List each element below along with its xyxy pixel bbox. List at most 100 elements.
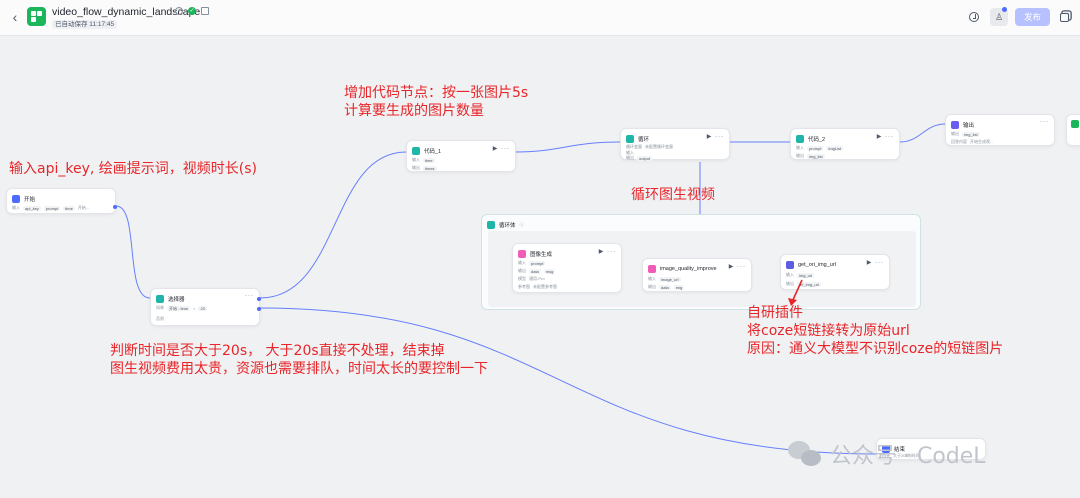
output-port[interactable] (257, 297, 261, 301)
param-chip: data (659, 284, 671, 290)
node-title: get_ori_img_url (798, 261, 836, 268)
node-get-ori-img-url[interactable]: get_ori_img_url ▶ ··· 输入 img_url 输出 ori_… (780, 254, 890, 290)
annotation-line: 判断时间是否大于20s， 大于20s直接不处理，结束掉 (110, 343, 445, 359)
node-image-quality-improve[interactable]: image_quality_improve ▶ ··· 输入 image_url… (642, 258, 752, 292)
node-title: 代码_1 (424, 148, 442, 155)
code-icon (412, 146, 420, 155)
code-icon (796, 134, 804, 143)
edge-start-selector (115, 205, 151, 299)
node-code-2[interactable]: 代码_2 ▶ ··· 输入 prompt imgList 输出 img_list (790, 128, 900, 160)
node-title: 循环体 (499, 222, 516, 229)
run-more-icons[interactable]: ▶ ··· (866, 260, 884, 266)
param-chip: time (423, 157, 435, 163)
param-chip: prompt (529, 260, 546, 266)
user-icon: ♙ (994, 11, 1004, 22)
run-more-icons[interactable]: ▶ ··· (598, 249, 616, 255)
row-label: 输入 (12, 205, 20, 210)
back-chevron-icon[interactable]: ‹ (12, 9, 18, 25)
more-icon[interactable]: ··· (1040, 119, 1049, 125)
row-label: 输出 (786, 281, 794, 286)
row-label: 输出 (951, 131, 959, 136)
run-more-icons[interactable]: ▶ ··· (728, 264, 746, 270)
node-title: 输出 (963, 122, 975, 129)
watermark-text: 公众号 · CodeL (830, 444, 986, 469)
param-chip: output (637, 155, 653, 161)
info-icon[interactable]: i (175, 7, 183, 15)
node-selector[interactable]: 选择器 ··· 如果 开始 - time > 20 否则 (150, 288, 261, 326)
row-label: 输出 (796, 153, 804, 158)
annotation-line: 将coze短链接转为原始url (747, 323, 910, 340)
param-chip: img_list (807, 153, 825, 159)
param-chip: img_list (962, 131, 980, 137)
row-label: 输入 (796, 145, 804, 150)
output-icon (951, 120, 959, 129)
row-label: 回答内容 (951, 139, 967, 144)
row-value: 大于20s的时间 (893, 453, 920, 458)
node-title: 代码_2 (808, 136, 826, 143)
workflow-canvas[interactable]: 循环体 ⓘ 开始 输入 api_key prompt time 开始... 选择… (0, 36, 1080, 498)
row-label: 输入 (786, 272, 794, 277)
row-label: 循环变量 (626, 144, 642, 149)
history-button[interactable] (965, 8, 983, 26)
edit-icon[interactable] (201, 7, 209, 15)
node-code-1[interactable]: 代码_1 ▶ ··· 输入 time 输出 times (406, 140, 516, 172)
node-title: image_quality_improve (660, 265, 717, 272)
autosave-status: 已自动保存 11:17:45 (52, 20, 118, 29)
row-label: 参考图 (518, 284, 530, 289)
annotation-line: 图生视频费用太贵，资源也需要排队，时间太长的要控制一下 (110, 361, 488, 378)
row-label: 输入 (518, 260, 526, 265)
more-icon[interactable]: ··· (245, 293, 254, 299)
annotation-line: 原因：通义大模型不识别coze的短链图片 (747, 341, 1004, 358)
row-label: 回答 (882, 453, 890, 458)
node-title: 开始 (24, 196, 36, 203)
collaborator-button[interactable]: ♙ (990, 7, 1008, 26)
edge-selector-code1 (259, 151, 407, 299)
run-more-icons[interactable]: ▶ ··· (492, 146, 510, 152)
row-label: 输入 (412, 157, 420, 162)
operator: > (193, 305, 196, 311)
param-chip: 开始 - time (167, 305, 191, 311)
node-end[interactable]: 结束 回答 大于20s的时间 (876, 438, 986, 460)
node-output[interactable]: 输出 ··· 输出 img_list 回答内容 开始生成视... (945, 114, 1055, 146)
annotation-arrow (788, 279, 803, 306)
annotation-line: 计算要生成的图片数量 (344, 103, 484, 120)
node-title: 选择器 (168, 296, 185, 303)
param-chip: data (529, 268, 541, 274)
row-label: 输出 (648, 284, 656, 289)
node-loop[interactable]: 循环 ▶ ··· 循环变量 未配置循环变量 输入 输出 output (620, 128, 730, 161)
annotation-selector: 判断时间是否大于20s， 大于20s直接不处理，结束掉 图生视频费用太贵，资源也… (110, 342, 488, 378)
row-more: 开始... (77, 205, 90, 210)
param-chip: times (423, 165, 437, 171)
info-icon: ⓘ (519, 221, 524, 227)
output-port[interactable] (257, 307, 261, 311)
row-label: 输入 (648, 276, 656, 281)
param-chip: ori_img_url (797, 281, 821, 287)
node-start[interactable]: 开始 输入 api_key prompt time 开始... (6, 188, 117, 214)
publish-button[interactable]: 发布 (1015, 8, 1050, 26)
plugin-icon (648, 264, 656, 273)
run-more-icons[interactable]: ▶ ··· (876, 134, 894, 140)
node-image-generation[interactable]: 图像生成 ▶ ··· 输入 prompt 输出 data msg 模型 通用-P… (512, 243, 622, 293)
wechat-icon (788, 439, 822, 469)
copy-button[interactable] (1055, 8, 1073, 26)
row-value: 开始生成视... (970, 139, 994, 144)
loop-icon (487, 220, 495, 229)
notification-dot (1002, 7, 1007, 12)
top-bar: ‹ video_flow_dynamic_landscape i ✓ 已自动保存… (0, 0, 1080, 36)
node-title: 结束 (894, 446, 906, 453)
param-chip: imgList (826, 145, 844, 151)
row-value: 未配置循环变量 (645, 144, 673, 149)
row-label: 输出 (518, 268, 526, 273)
param-chip: msg (543, 268, 556, 274)
node-title: 循环 (638, 136, 650, 143)
edge-code1-loop (515, 141, 621, 153)
start-icon (12, 194, 20, 203)
node-offscreen[interactable] (1066, 114, 1080, 146)
annotation-plugin: 自研插件 将coze短链接转为原始url 原因：通义大模型不识别coze的短链图… (747, 304, 1003, 359)
param-chip: img (673, 284, 685, 290)
annotation-line: 自研插件 (747, 305, 803, 321)
run-more-icons[interactable]: ▶ ··· (706, 134, 724, 140)
clock-icon (969, 12, 979, 22)
output-port[interactable] (113, 205, 117, 209)
param-chip: 20 (198, 305, 207, 311)
